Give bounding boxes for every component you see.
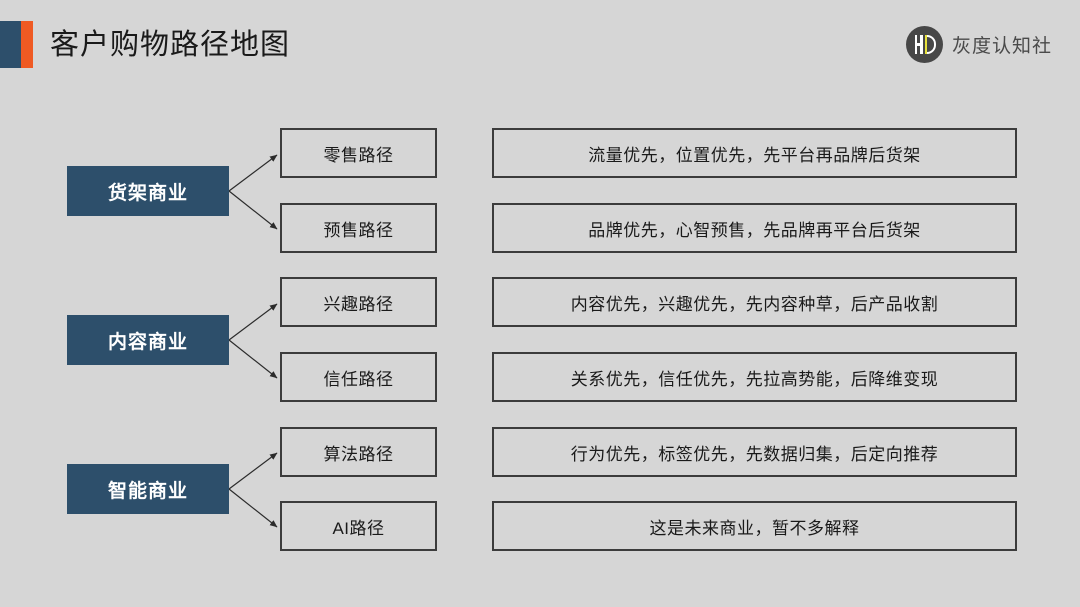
path-box-1-0[interactable]: 兴趣路径: [280, 277, 437, 327]
accent-bar-orange: [21, 21, 33, 68]
description-box-2-1[interactable]: 这是未来商业，暂不多解释: [492, 501, 1017, 551]
brand-name: 灰度认知社: [951, 36, 1052, 57]
description-box-0-1[interactable]: 品牌优先，心智预售，先品牌再平台后货架: [492, 203, 1017, 253]
category-box-2[interactable]: 智能商业: [67, 464, 229, 514]
category-box-1[interactable]: 内容商业: [67, 315, 229, 365]
accent-bar-blue: [0, 21, 21, 68]
description-box-2-0[interactable]: 行为优先，标签优先，先数据归集，后定向推荐: [492, 427, 1017, 477]
category-box-0[interactable]: 货架商业: [67, 166, 229, 216]
logo-monogram-icon: [905, 26, 943, 63]
path-box-0-1[interactable]: 预售路径: [280, 203, 437, 253]
path-box-2-1[interactable]: AI路径: [280, 501, 437, 551]
path-box-2-0[interactable]: 算法路径: [280, 427, 437, 477]
path-box-0-0[interactable]: 零售路径: [280, 128, 437, 178]
path-box-1-1[interactable]: 信任路径: [280, 352, 437, 402]
page-title: 客户购物路径地图: [50, 29, 291, 61]
page-header: 客户购物路径地图 灰度认知社: [0, 0, 1080, 88]
brand-logo: 灰度认知社: [905, 26, 1052, 63]
description-box-0-0[interactable]: 流量优先，位置优先，先平台再品牌后货架: [492, 128, 1017, 178]
description-box-1-0[interactable]: 内容优先，兴趣优先，先内容种草，后产品收割: [492, 277, 1017, 327]
logo-h-crossbar: [914, 43, 923, 46]
title-accent-bars: [0, 21, 33, 68]
description-box-1-1[interactable]: 关系优先，信任优先，先拉高势能，后降维变现: [492, 352, 1017, 402]
